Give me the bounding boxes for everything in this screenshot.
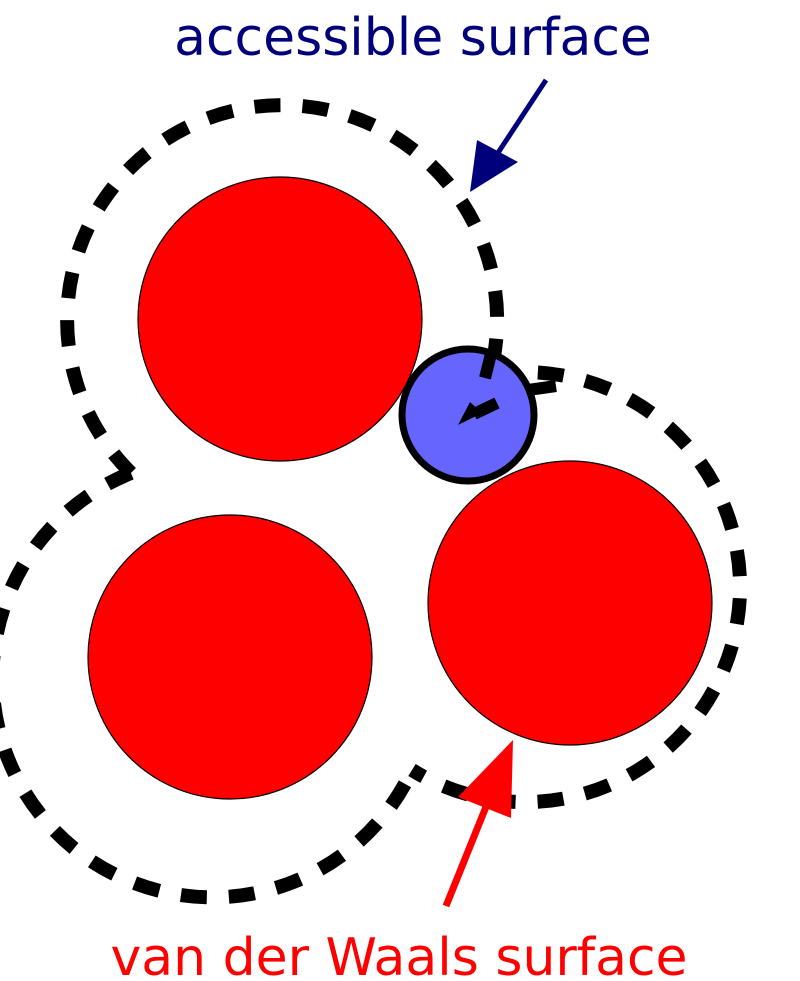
probe-center-dot	[458, 402, 482, 425]
atom-bottom-right	[427, 460, 713, 746]
accessible-surface-outline	[0, 98, 747, 905]
accessible-surface-label: accessible surface	[174, 8, 652, 68]
accessible-surface-arrow	[470, 78, 549, 192]
vdw-surface-arrow	[442, 740, 513, 908]
accessible-arc-bottom-left	[0, 466, 419, 905]
accessible-arc-top-left	[60, 98, 505, 478]
atom-bottom-left	[87, 514, 373, 800]
atom-top-left	[137, 176, 423, 462]
vdw-surface-label: van der Waals surface	[110, 928, 687, 981]
